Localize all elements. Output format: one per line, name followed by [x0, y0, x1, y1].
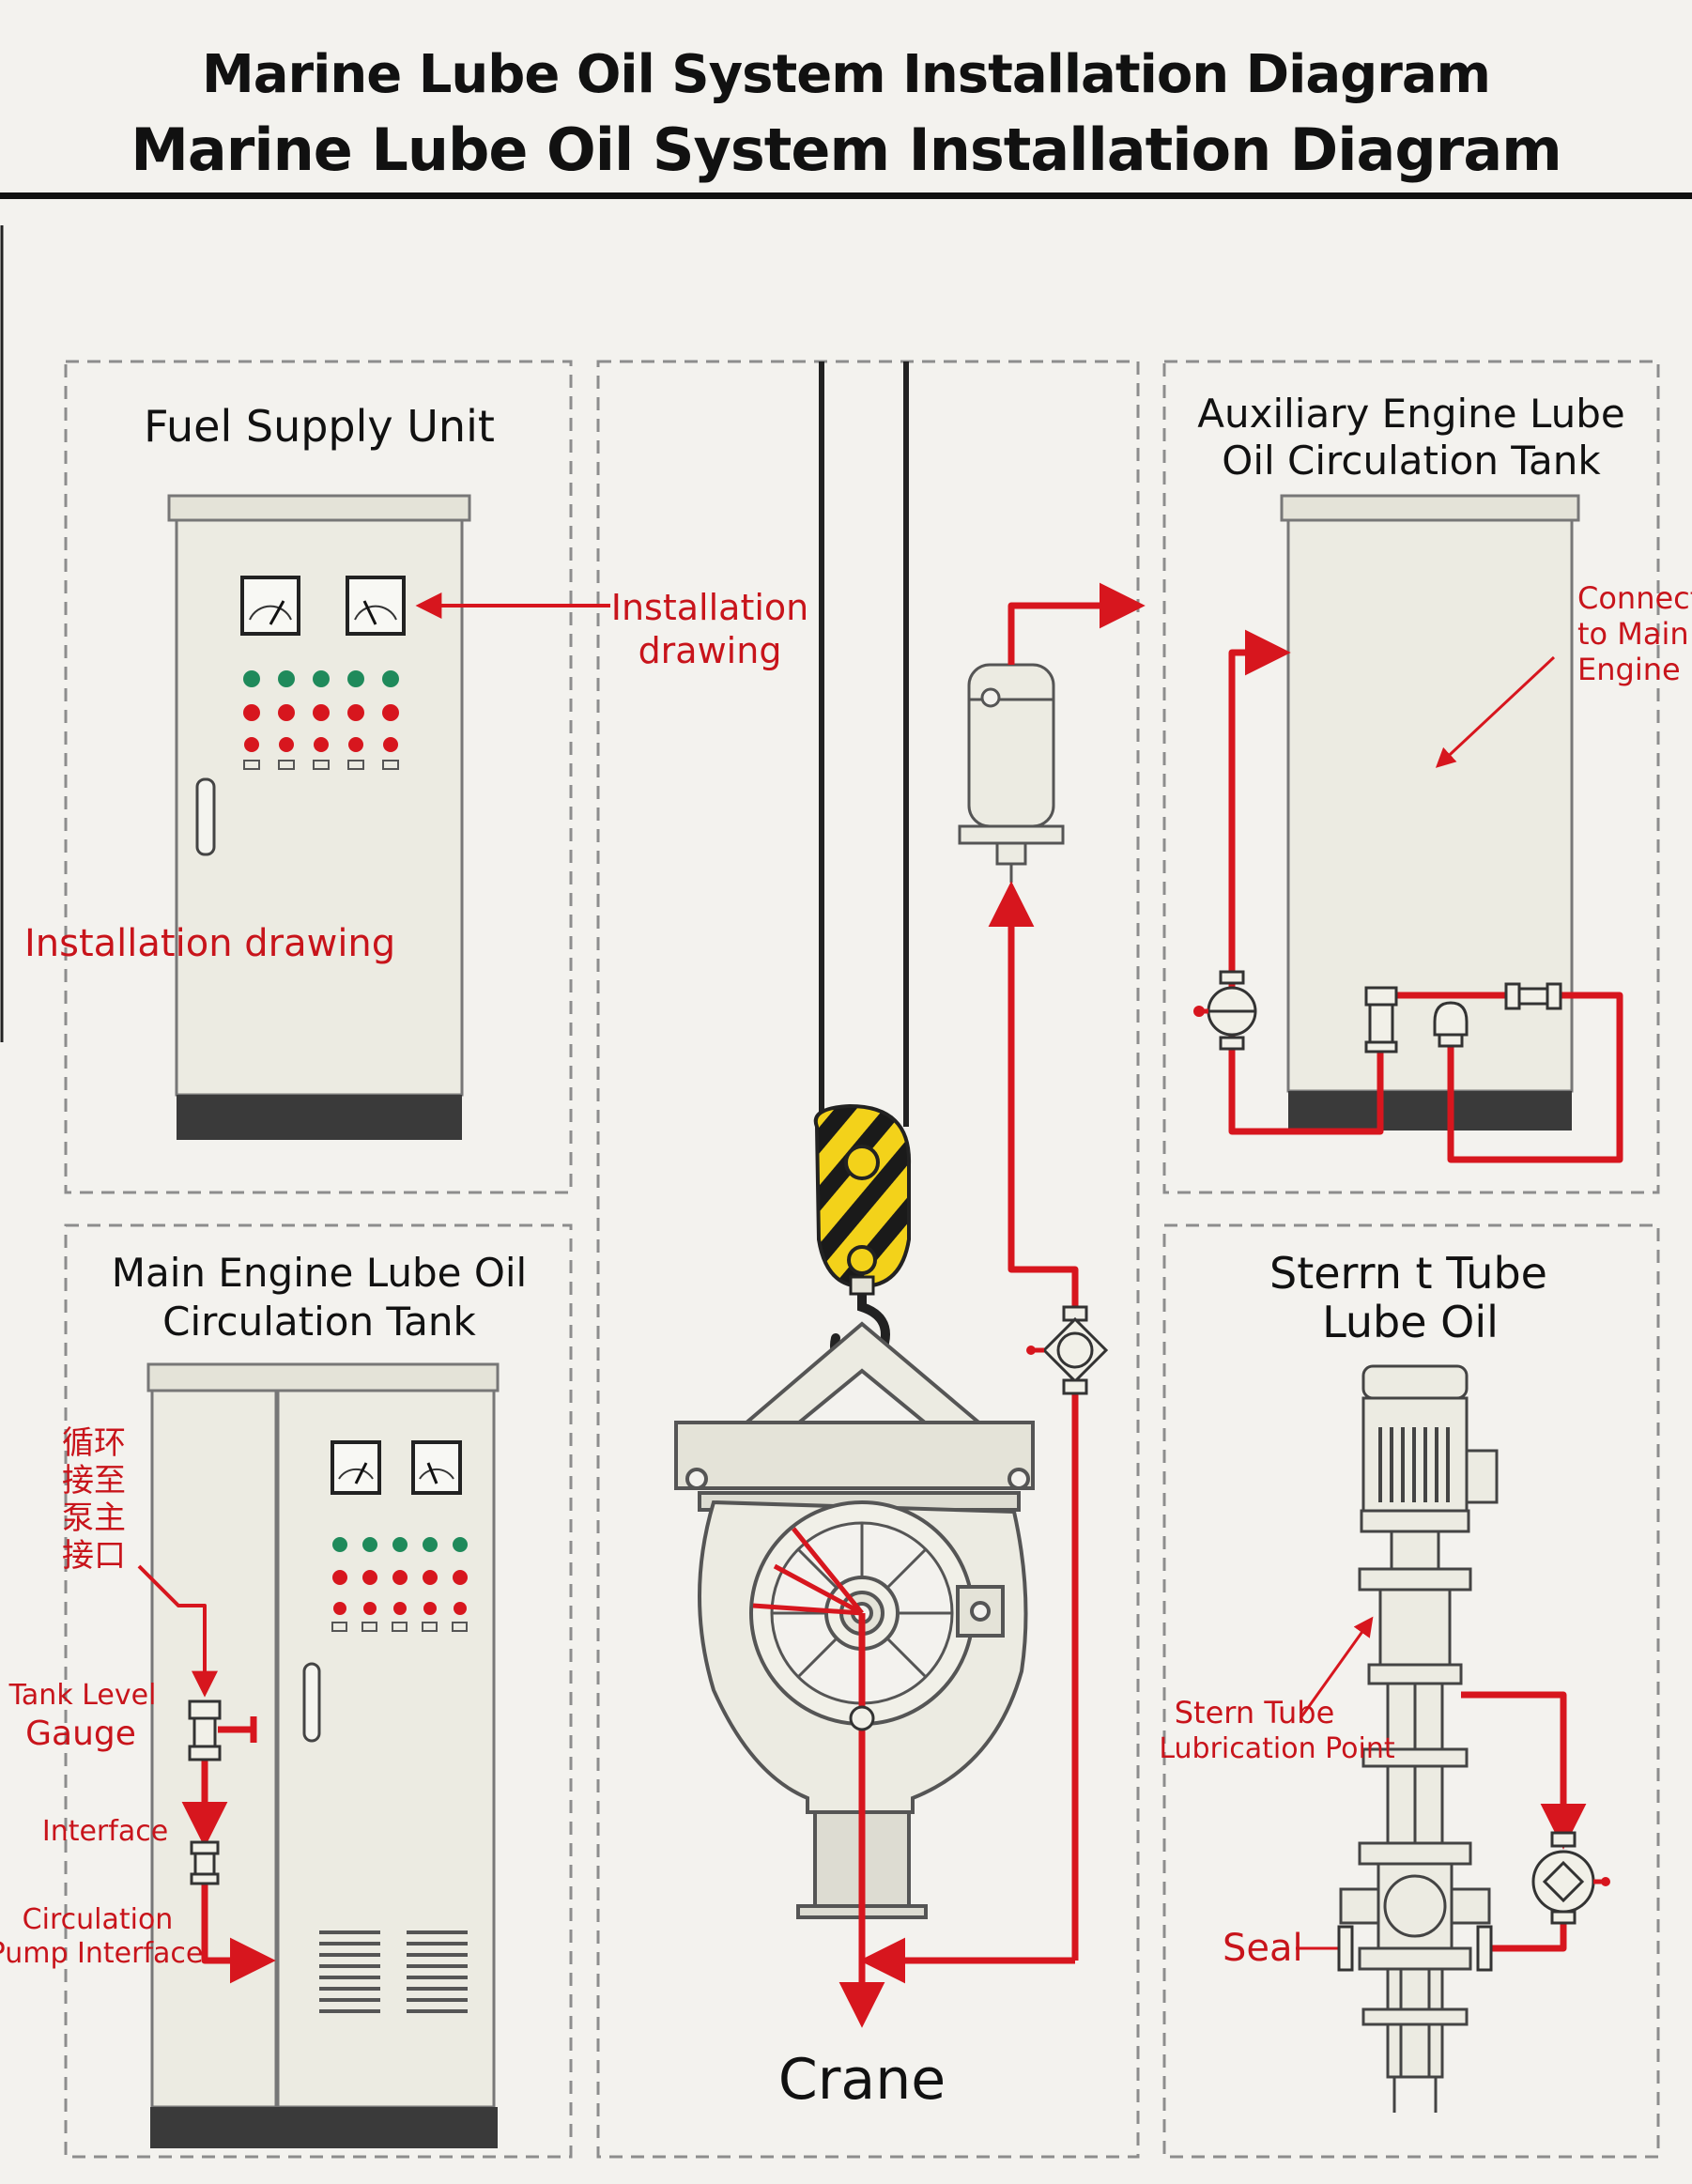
panel-frame-crane [596, 360, 1140, 2159]
panel-frame-aux-tank [1162, 360, 1660, 1194]
fuel-supply-install-label: Installation drawing [24, 922, 395, 965]
aux-connect-label-1: Connect [1577, 580, 1692, 616]
fuel-supply-heading: Fuel Supply Unit [144, 401, 495, 452]
lifting-beam [674, 1321, 1035, 1512]
gauge-icon [331, 1440, 381, 1495]
main-tank-cjk-2: 接至 [62, 1462, 126, 1500]
title-line-1: Marine Lube Oil System Installation Diag… [202, 44, 1491, 105]
stern-lube-label-1: Stern Tube [1175, 1695, 1335, 1730]
interface-label: Interface [42, 1815, 168, 1848]
pump-interface-label-1: Circulation [23, 1903, 174, 1936]
main-tank-cjk-1: 循环 [62, 1424, 126, 1462]
panel-frame-main-tank [64, 1223, 573, 2159]
tank-level-label-1: Tank Level [8, 1679, 157, 1712]
main-tank-heading-2: Circulation Tank [162, 1299, 476, 1345]
filter-housing [958, 663, 1065, 883]
aux-tank-body [1280, 494, 1580, 1130]
aux-connect-label-2: to Main [1577, 616, 1689, 652]
title-block: Marine Lube Oil System Installation Diag… [0, 38, 1692, 188]
crane-oil-pipe [838, 582, 1146, 2028]
gauge-icon [240, 576, 300, 636]
indicator-lights [331, 1537, 468, 1632]
crane-cables [819, 361, 909, 1127]
aux-connect-label-3: Engine [1577, 652, 1681, 687]
aux-tank-fitting-icon [1364, 986, 1398, 1054]
vent-grille [319, 1930, 380, 2013]
seal-flange-icon [1337, 1925, 1493, 1972]
fuel-supply-cabinet [167, 494, 471, 1140]
main-tank-panel: Main Engine Lube Oil Circulation Tank [0, 1250, 527, 2148]
title-line-2: Marine Lube Oil System Installation Diag… [131, 115, 1562, 184]
crane-block-valve-icon [849, 1705, 875, 1731]
aux-tank-valve-icon [1193, 970, 1257, 1051]
gauge-icon [411, 1440, 462, 1495]
interface-fitting-icon [190, 1840, 220, 1885]
crane-pipe-valve-icon [1026, 1305, 1109, 1395]
level-gauge-icon [188, 1700, 222, 1761]
stern-valve-icon [1531, 1831, 1610, 1925]
title-rule [0, 192, 1692, 199]
flywheel-red-marks [752, 1527, 864, 1616]
aux-tank-fitting-icon [1433, 1001, 1469, 1048]
stern-tube-heading-1: Sterrn t Tube [1269, 1248, 1547, 1299]
aux-tank-heading-2: Oil Circulation Tank [1222, 438, 1601, 484]
crane-install-label-2: drawing [638, 630, 782, 671]
tank-level-label-2: Gauge [25, 1715, 136, 1753]
main-tank-pipe [137, 1564, 276, 1984]
main-tank-heading-1: Main Engine Lube Oil [112, 1250, 527, 1296]
stern-tube-panel: Sterrn t Tube Lube Oil [1159, 1248, 1610, 2113]
stern-lube-label-2: Lubrication Point [1159, 1732, 1395, 1765]
main-tank-cabinet [146, 1362, 500, 2148]
seal-label: Seal [1223, 1927, 1303, 1970]
main-tank-cjk-3: 泵主 [62, 1500, 126, 1537]
crane-panel: Installation drawing Crane [611, 361, 1146, 2113]
aux-tank-heading-1: Auxiliary Engine Lube [1197, 391, 1625, 437]
crane-caption: Crane [778, 2047, 946, 2113]
crane-install-label-1: Installation [611, 587, 808, 628]
aux-tank-panel: Auxiliary Engine Lube Oil Circulation Ta… [1193, 391, 1692, 1163]
pump-column [1339, 1530, 1491, 2113]
aux-tank-union-icon [1504, 982, 1562, 1010]
main-tank-cjk-4: 接口 [62, 1537, 126, 1575]
hook-block-icon [813, 1103, 912, 1289]
stern-tube-heading-2: Lube Oil [1322, 1297, 1499, 1347]
pump-interface-label-2: Pump Interface [0, 1937, 203, 1970]
pump-motor-icon [1360, 1364, 1499, 1533]
gauge-icon [346, 576, 406, 636]
fuel-supply-panel: Fuel Supply Unit Installat [24, 401, 610, 1140]
panel-frame-stern-tube [1162, 1223, 1660, 2159]
panel-frame-fuel-supply [64, 360, 573, 1194]
vent-grille [407, 1930, 468, 2013]
indicator-lights [243, 670, 399, 770]
